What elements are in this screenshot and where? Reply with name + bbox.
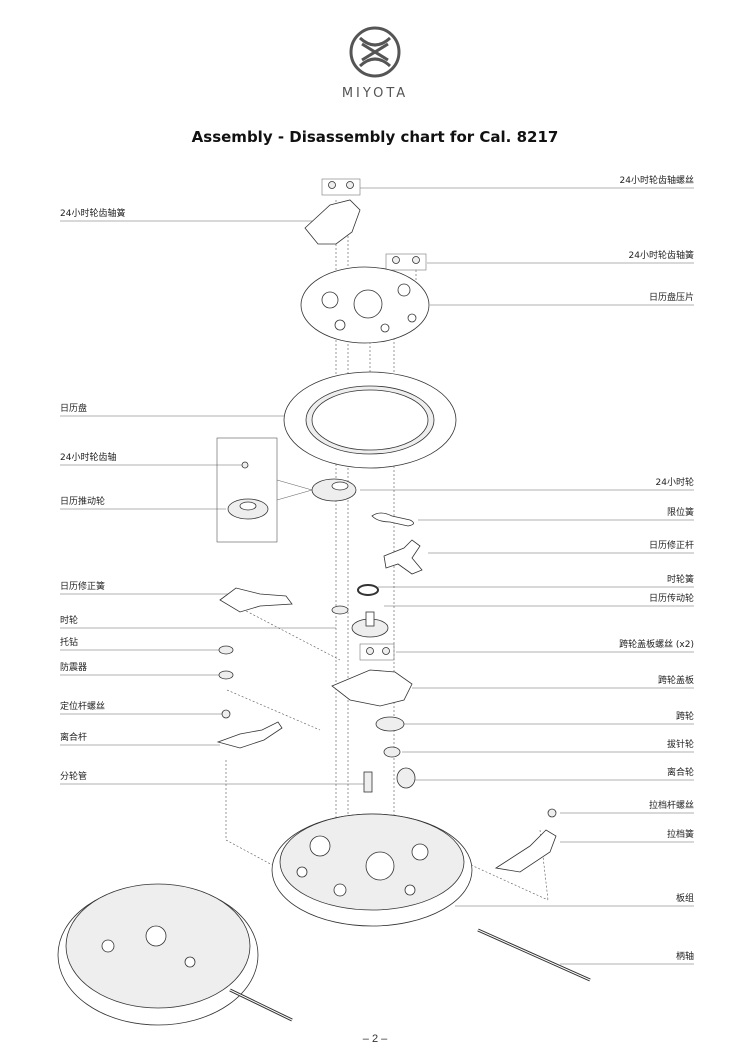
limit-spring-icon bbox=[371, 512, 414, 527]
winding-stem-icon bbox=[477, 928, 591, 982]
label-date-correction-lever: 日历修正杆 bbox=[648, 541, 694, 551]
label-date-driving-wheel: 日历推动轮 bbox=[60, 497, 106, 507]
label-date-transmission-wheel: 日历传动轮 bbox=[648, 594, 694, 604]
yoke-spring-icon bbox=[494, 829, 557, 873]
label-yoke-spring: 拉档簧 bbox=[666, 830, 694, 840]
inset-box bbox=[216, 437, 278, 543]
24h-spring-plate-icon bbox=[304, 199, 361, 245]
clutch-lever-icon bbox=[216, 721, 283, 749]
label-bridge-screws: 跨轮盖板螺丝 (x2) bbox=[619, 640, 694, 650]
brand-name: MIYOTA bbox=[341, 86, 409, 101]
date-correction-spring-icon bbox=[219, 587, 293, 613]
label-24h-wheel: 24小时轮 bbox=[655, 478, 694, 488]
24h-pinion-icon bbox=[241, 461, 249, 469]
label-bridge-plate: 跨轮盖板 bbox=[657, 676, 694, 686]
top-screws-icon bbox=[321, 178, 427, 271]
intermediate-wheel-icon bbox=[375, 716, 405, 732]
24h-wheel-icon bbox=[311, 478, 357, 502]
label-yoke-screw: 拉档杆螺丝 bbox=[648, 801, 694, 811]
label-setting-wheel: 拔针轮 bbox=[666, 740, 694, 750]
label-date-dial: 日历盘 bbox=[60, 404, 88, 414]
label-date-plate: 日历盘压片 bbox=[648, 293, 694, 303]
label-limit-spring: 限位簧 bbox=[666, 508, 694, 518]
label-cannon-pinion: 分轮管 bbox=[60, 772, 88, 782]
label-clutch-wheel: 离合轮 bbox=[666, 768, 694, 778]
miyota-logo-icon bbox=[349, 26, 401, 78]
label-24h-spring-left: 24小时轮齿轴簧 bbox=[60, 209, 126, 219]
label-plate-assembly: 板组 bbox=[675, 894, 694, 904]
movement-assembly-icon bbox=[271, 813, 473, 927]
yoke-screw-icon bbox=[547, 808, 557, 818]
bridge-screws-icon bbox=[359, 643, 395, 661]
date-ring-icon bbox=[283, 371, 457, 469]
setting-wheel-icon bbox=[383, 746, 401, 758]
shock-absorber-icon bbox=[218, 670, 234, 680]
label-jewel: 托钻 bbox=[60, 638, 79, 648]
label-hour-wheel-spring: 时轮簧 bbox=[666, 575, 694, 585]
label-date-correction-spring: 日历修正簧 bbox=[60, 582, 106, 592]
page-number: – 2 – bbox=[362, 1033, 388, 1045]
date-correction-lever-icon bbox=[383, 539, 423, 575]
label-setting-lever-screw: 定位杆螺丝 bbox=[60, 702, 106, 712]
label-intermediate-wheel: 跨轮 bbox=[675, 712, 694, 722]
hour-wheel-icon bbox=[331, 605, 349, 615]
clutch-wheel-icon bbox=[396, 767, 416, 789]
chart-title: Assembly - Disassembly chart for Cal. 82… bbox=[191, 128, 559, 146]
label-24h-pinion: 24小时轮齿轴 bbox=[60, 453, 117, 463]
label-24h-screw-top: 24小时轮齿轴螺丝 bbox=[619, 176, 694, 186]
label-24h-spring-right: 24小时轮齿轴簧 bbox=[628, 251, 694, 261]
label-shock-absorber: 防震器 bbox=[60, 663, 88, 673]
label-hour-wheel: 时轮 bbox=[60, 616, 79, 626]
hour-wheel-spring-icon bbox=[357, 584, 379, 596]
jewel-icon bbox=[218, 645, 234, 655]
cannon-pinion-icon bbox=[363, 771, 373, 793]
label-winding-stem: 柄轴 bbox=[675, 952, 694, 962]
setting-lever-screw-icon bbox=[221, 709, 231, 719]
assembled-movement-icon bbox=[57, 883, 293, 1026]
left-leader-lines bbox=[60, 220, 364, 785]
label-clutch-lever: 离合杆 bbox=[60, 733, 88, 743]
date-plate-icon bbox=[300, 266, 430, 344]
right-leader-lines bbox=[360, 187, 694, 965]
bridge-plate-icon bbox=[331, 669, 413, 707]
